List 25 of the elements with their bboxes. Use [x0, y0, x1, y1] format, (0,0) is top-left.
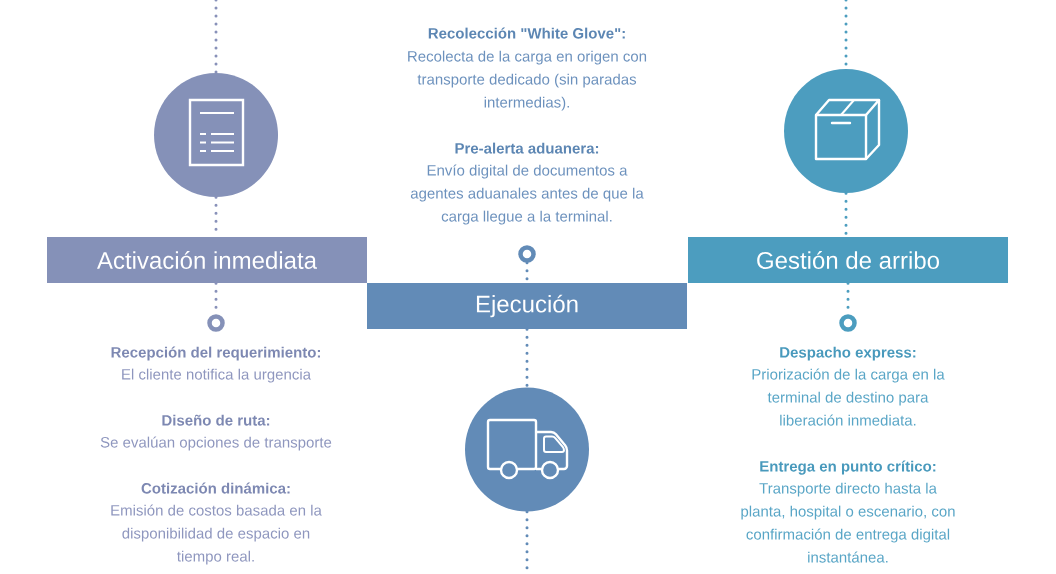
dotted-line — [525, 327, 529, 389]
step-description: Emisión de costos basada en la disponibilidad de espacio en tiempo real. — [111, 504, 322, 565]
step-description: El cliente notifica la urgencia — [122, 368, 311, 383]
icon-circle — [154, 73, 278, 197]
step-heading: Entrega en punto crítico: — [760, 460, 936, 475]
icon-circle — [784, 69, 908, 193]
step-heading: Diseño de ruta: — [162, 414, 270, 426]
phase-banner: Gestión de arribo — [688, 237, 1008, 283]
step-description: Se evalúan opciones de transporte — [100, 436, 332, 451]
step-heading: Recolección "White Glove": — [428, 27, 625, 39]
ring-marker — [518, 245, 536, 263]
step-description: Envío digital de documentos a agentes aduanales antes de que la carga llegue a la terminal. — [410, 164, 644, 225]
step-description: Recolecta de la carga en origen con transporte dedicado (sin paradas intermedias). — [408, 50, 647, 111]
ring-marker — [839, 314, 857, 332]
step-description: Priorización de la carga en la terminal de destino para liberación inmediata. — [752, 368, 945, 426]
phase-banner: Ejecución — [367, 283, 687, 329]
phase-banner: Activación inmediata — [47, 237, 367, 283]
step-heading: Recepción del requerimiento: — [111, 346, 320, 361]
step-heading: Despacho express: — [780, 346, 916, 361]
icon-circle — [465, 387, 589, 512]
ring-marker — [207, 314, 225, 332]
dotted-line — [214, 0, 218, 75]
step-heading: Cotización dinámica: — [141, 482, 290, 494]
step-description: Transporte directo hasta la planta, hospital o escenario, con confirmación de entrega digital instantánea. — [741, 482, 955, 563]
step-heading: Pre-alerta aduanera: — [455, 142, 599, 154]
